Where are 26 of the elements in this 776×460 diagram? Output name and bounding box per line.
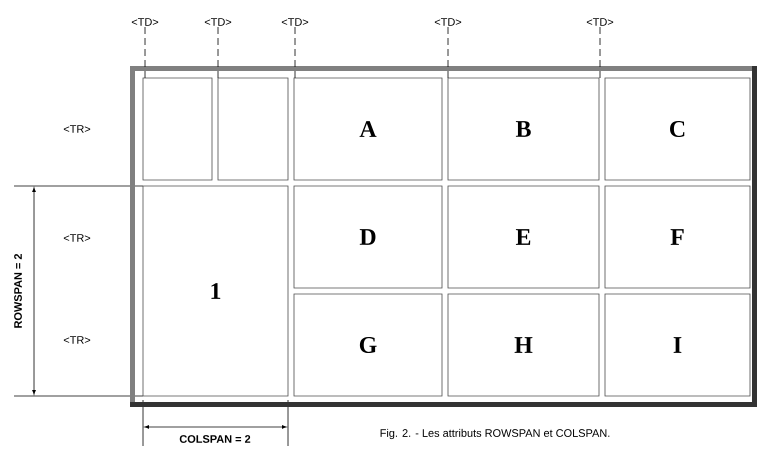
leader-line [144,26,146,78]
table-cell: 1 [142,186,288,396]
table-cell [218,78,288,180]
table-cell: C [604,78,750,180]
table-cell [142,78,212,180]
row-tag-label: <TR> [64,125,90,133]
table-cell: D [294,186,442,288]
leader-line [294,26,296,78]
table-cell: G [294,294,442,396]
tag-label: <TD> [586,18,614,26]
tag-label: <TD> [434,18,462,26]
table-cell: B [448,78,600,180]
table-cell: A [294,78,442,180]
tag-label: <TD> [132,18,158,26]
caption: Fig. 2. - Les attributs ROWSPAN et COLSPAN. [380,428,610,440]
tag-label: <TD> [204,18,232,26]
table-cell: F [604,186,750,288]
table-cell: E [448,186,600,288]
tag-label: <TD> [282,18,308,26]
table-cell: H [448,294,600,396]
table-frame [130,66,757,407]
dimension-label: COLSPAN = 2 [180,435,250,443]
dimension-label: ROWSPAN = 2 [14,254,22,328]
row-tag-label: <TR> [64,234,90,242]
table-cell: I [604,294,750,396]
row-tag-label: <TR> [64,336,90,344]
